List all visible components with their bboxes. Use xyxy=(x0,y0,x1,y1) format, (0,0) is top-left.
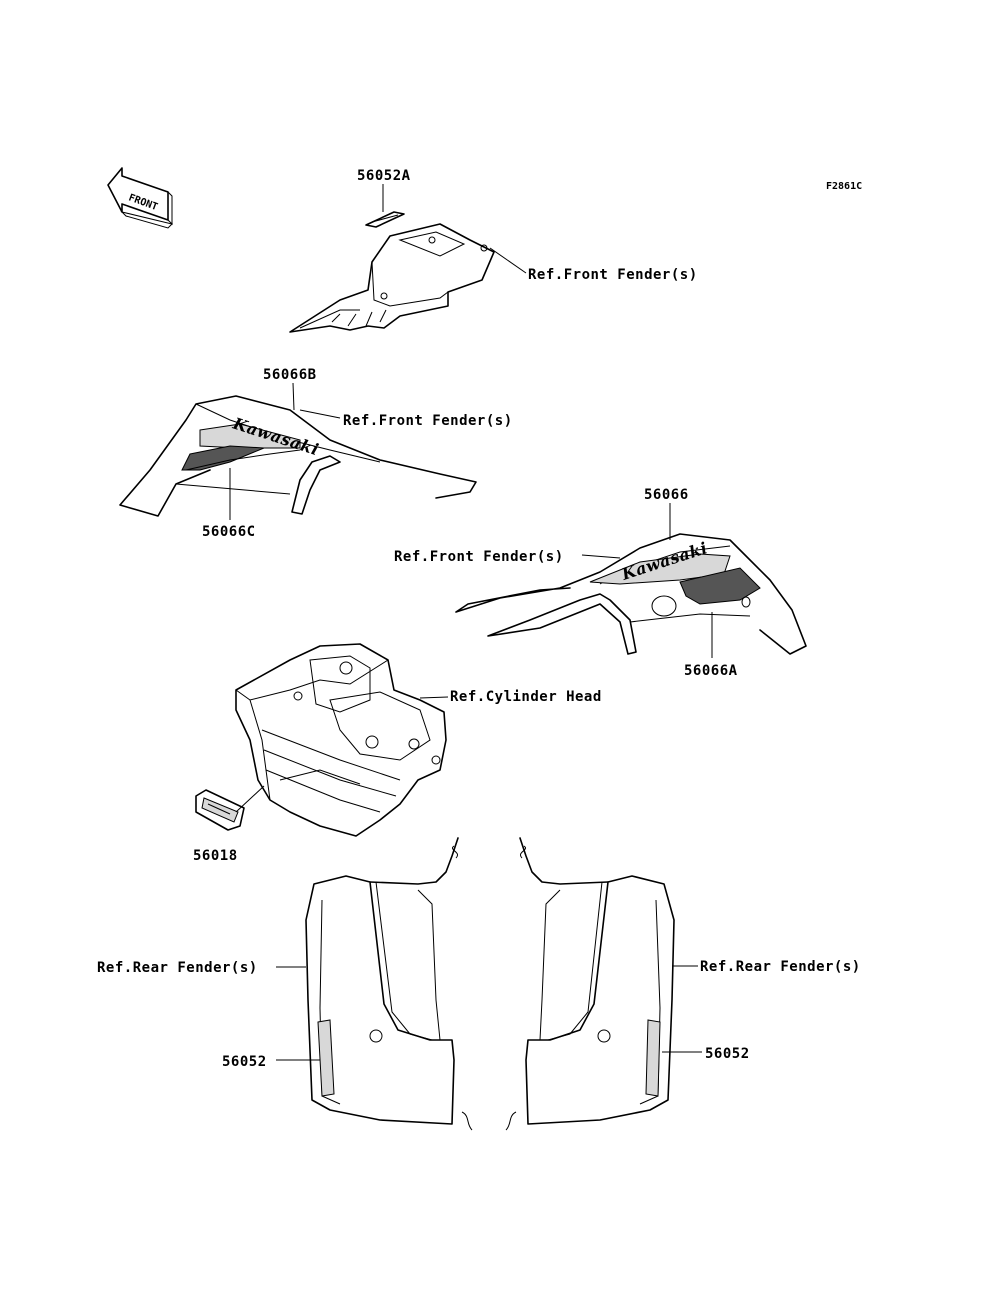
part-number-56052a: 56052A xyxy=(357,168,411,184)
leader-line xyxy=(292,382,295,411)
ref-front-fender-label-3: Ref.Front Fender(s) xyxy=(394,549,564,565)
part-number-56066c: 56066C xyxy=(202,524,256,540)
front-arrow-label: FRONT xyxy=(127,192,159,213)
rear-fender-right xyxy=(505,837,675,1131)
part-number-56066b: 56066B xyxy=(263,367,317,383)
figure-code: F2861C xyxy=(826,181,862,192)
part-number-56066: 56066 xyxy=(644,487,689,503)
ref-rear-fender-label-left: Ref.Rear Fender(s) xyxy=(97,960,258,976)
emblem-56052a xyxy=(365,211,405,228)
leader-line xyxy=(299,409,341,419)
ref-cylinder-head-label: Ref.Cylinder Head xyxy=(450,689,602,705)
cylinder-head xyxy=(235,643,447,837)
ref-front-fender-label-2: Ref.Front Fender(s) xyxy=(343,413,513,429)
ref-rear-fender-label-right: Ref.Rear Fender(s) xyxy=(700,959,861,975)
rear-fender-left xyxy=(305,837,473,1131)
front-fender-bracket xyxy=(289,223,495,333)
ref-front-fender-label-1: Ref.Front Fender(s) xyxy=(528,267,698,283)
leader-line xyxy=(581,554,621,559)
part-number-56052-left: 56052 xyxy=(222,1054,267,1070)
part-number-56018: 56018 xyxy=(193,848,238,864)
front-arrow-icon: FRONT xyxy=(107,167,173,229)
part-number-56066a: 56066A xyxy=(684,663,738,679)
leader-line xyxy=(489,247,527,274)
front-fender-left: Kawasaki xyxy=(119,395,477,517)
leader-line xyxy=(419,696,449,699)
part-number-56052-right: 56052 xyxy=(705,1046,750,1062)
label-plate-56018 xyxy=(195,789,245,831)
leader-line xyxy=(235,785,265,813)
